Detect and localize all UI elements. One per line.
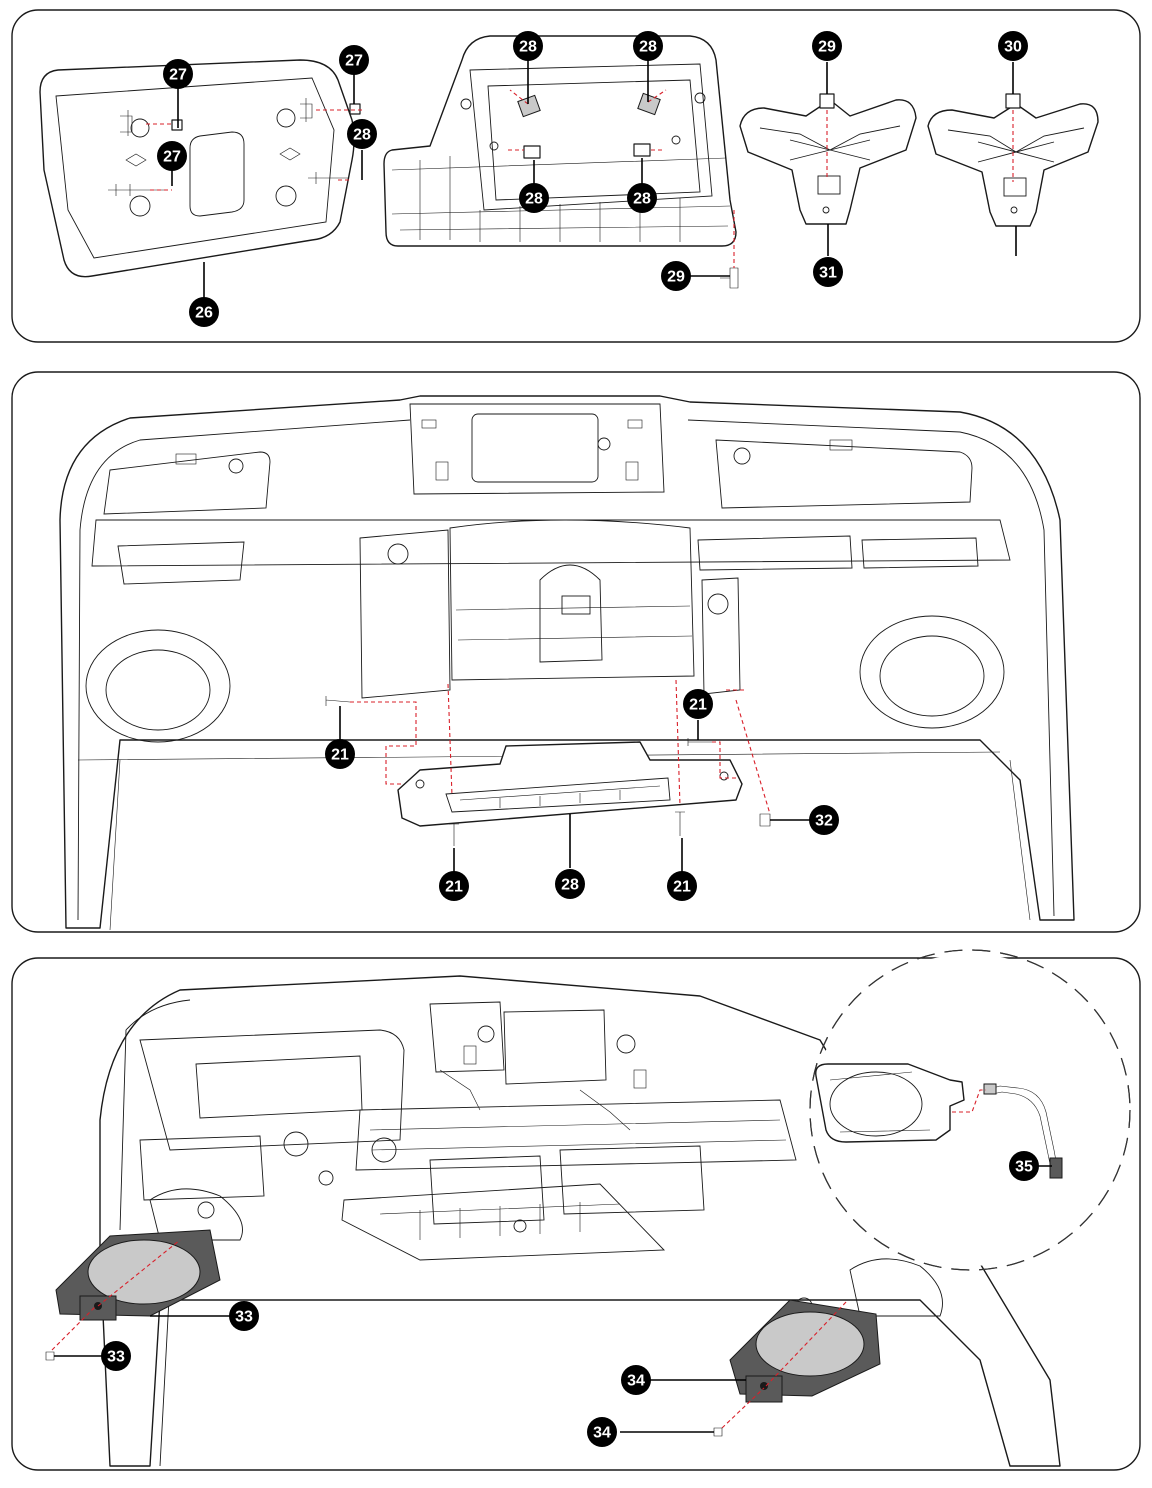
callout-badge	[513, 31, 543, 61]
callout-number: 35	[1015, 1159, 1033, 1176]
callout-33: 33	[229, 1301, 259, 1331]
callout-number: 28	[633, 191, 651, 208]
callout-badge	[621, 1365, 651, 1395]
callout-27: 27	[339, 45, 369, 75]
callout-badge	[633, 31, 663, 61]
callout-28: 28	[627, 183, 657, 213]
callout-badge	[189, 297, 219, 327]
callout-number: 29	[667, 269, 685, 286]
callout-28: 28	[519, 183, 549, 213]
callout-28: 28	[555, 869, 585, 899]
callout-badge	[667, 871, 697, 901]
callout-number: 21	[673, 879, 691, 896]
callout-number: 21	[331, 747, 349, 764]
callout-34: 34	[621, 1365, 651, 1395]
callout-34: 34	[587, 1417, 617, 1447]
callout-21: 21	[667, 871, 697, 901]
callout-badge	[812, 31, 842, 61]
panel-top: 26 27 27 27 28 28 28 28 28 29 29 30 31	[11, 9, 1141, 343]
panel-bottom-leaders	[54, 1165, 1052, 1433]
callout-number: 34	[593, 1425, 611, 1442]
callout-badge	[339, 45, 369, 75]
callout-number: 28	[561, 877, 579, 894]
callout-number: 21	[445, 879, 463, 896]
callout-27: 27	[163, 59, 193, 89]
callout-badge	[809, 805, 839, 835]
callout-badge	[101, 1341, 131, 1371]
callout-28: 28	[513, 31, 543, 61]
callout-number: 33	[235, 1309, 253, 1326]
callout-badge	[163, 59, 193, 89]
callout-number: 21	[689, 697, 707, 714]
callout-number: 26	[195, 305, 213, 322]
callout-badge	[325, 739, 355, 769]
callout-31: 31	[813, 257, 843, 287]
callout-number: 34	[627, 1373, 645, 1390]
panel-bottom-callouts: 33 33 34 34 35	[101, 1151, 1039, 1447]
panel-bottom: 33 33 34 34 35	[11, 949, 1141, 1471]
callout-badge	[627, 183, 657, 213]
callout-badge	[661, 261, 691, 291]
callout-27: 27	[157, 141, 187, 171]
callout-number: 29	[818, 39, 836, 56]
panel-middle-leaders	[339, 706, 810, 872]
callout-number: 28	[353, 127, 371, 144]
callout-badge	[157, 141, 187, 171]
part-34-pad-left	[45, 1229, 221, 1361]
callout-26: 26	[189, 297, 219, 327]
callout-badge	[519, 183, 549, 213]
callout-35: 35	[1009, 1151, 1039, 1181]
part-31-mount	[927, 93, 1099, 227]
callout-badge	[229, 1301, 259, 1331]
panel-middle-callouts: 21 21 21 21 28 32	[325, 689, 839, 901]
callout-number: 27	[169, 67, 187, 84]
callout-number: 27	[163, 149, 181, 166]
callout-badge	[813, 257, 843, 287]
callout-number: 32	[815, 813, 833, 830]
callout-badge	[587, 1417, 617, 1447]
part-34-pad-right	[713, 1299, 881, 1437]
callout-badge	[555, 869, 585, 899]
callout-badge	[683, 689, 713, 719]
callout-30: 30	[998, 31, 1028, 61]
part-32-tray	[397, 741, 743, 827]
callout-badge	[998, 31, 1028, 61]
callout-badge	[439, 871, 469, 901]
callout-badge	[1009, 1151, 1039, 1181]
callout-number: 28	[519, 39, 537, 56]
callout-number: 31	[819, 265, 837, 282]
callout-29: 29	[661, 261, 691, 291]
callout-29: 29	[812, 31, 842, 61]
callout-33: 33	[101, 1341, 131, 1371]
part-console-frame	[59, 395, 1075, 931]
panel-middle: 21 21 21 21 28 32	[11, 371, 1141, 933]
callout-32: 32	[809, 805, 839, 835]
callout-21: 21	[325, 739, 355, 769]
panel-top-callouts: 26 27 27 27 28 28 28 28 28 29 29 30 31	[157, 31, 1028, 327]
callout-number: 27	[345, 53, 363, 70]
callout-28: 28	[633, 31, 663, 61]
part-30-mount	[739, 93, 917, 225]
callout-21: 21	[683, 689, 713, 719]
callout-number: 28	[525, 191, 543, 208]
callout-number: 33	[107, 1349, 125, 1366]
fasteners-middle	[325, 679, 771, 846]
callout-badge	[347, 119, 377, 149]
callout-number: 30	[1004, 39, 1022, 56]
callout-number: 28	[639, 39, 657, 56]
callout-21: 21	[439, 871, 469, 901]
detail-zoom-view	[809, 949, 1131, 1271]
callout-28: 28	[347, 119, 377, 149]
